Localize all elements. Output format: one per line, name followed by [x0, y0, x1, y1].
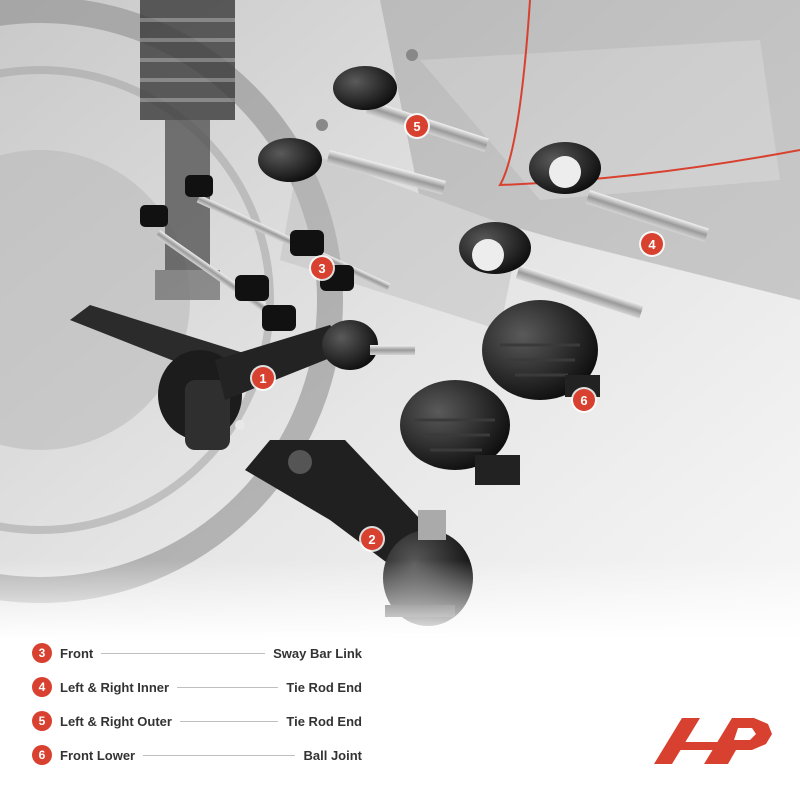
- idler-arm-part: [70, 305, 415, 450]
- legend-part-name: Ball Joint: [303, 747, 362, 763]
- inner-tie-rod-end-part: [459, 142, 709, 319]
- legend-row: 4 Left & Right Inner Tie Rod End: [32, 675, 362, 699]
- legend-leader-line: [179, 720, 279, 722]
- legend-position: Left & Right Outer: [60, 713, 172, 729]
- legend-number-badge: 5: [32, 711, 52, 731]
- legend-leader-line: [177, 686, 279, 688]
- callout-badge-2: 2: [361, 528, 383, 550]
- callout-badge-6: 6: [573, 389, 595, 411]
- brand-logo: [654, 718, 772, 764]
- legend-position: Left & Right Inner: [60, 679, 170, 695]
- legend-part-name: Tie Rod End: [286, 679, 362, 695]
- legend-part-name: Sway Bar Link: [273, 645, 362, 661]
- callout-badge-5: 5: [406, 115, 428, 137]
- legend-number-badge: 6: [32, 745, 52, 765]
- outer-tie-rod-end-part: [258, 49, 489, 195]
- legend-leader-line: [143, 754, 296, 756]
- legend-leader-line: [101, 652, 266, 654]
- callout-badge-1: 1: [252, 367, 274, 389]
- legend-row: 6 Front Lower Ball Joint: [32, 743, 362, 767]
- legend-number-badge: 4: [32, 677, 52, 697]
- legend-position: Front Lower: [60, 747, 136, 763]
- callout-badge-3: 3: [311, 257, 333, 279]
- callout-badge-4: 4: [641, 233, 663, 255]
- legend-row: 5 Left & Right Outer Tie Rod End: [32, 709, 362, 733]
- sway-bar-link-part: [140, 175, 391, 332]
- legend-number-badge: 3: [32, 643, 52, 663]
- legend-position: Front: [60, 645, 94, 661]
- lower-ball-joint-part: [400, 300, 600, 485]
- legend-row: 3 Front Sway Bar Link: [32, 641, 362, 665]
- suspension-parts-photo: [0, 0, 800, 640]
- legend-part-name: Tie Rod End: [286, 713, 362, 729]
- red-curve: [498, 0, 800, 187]
